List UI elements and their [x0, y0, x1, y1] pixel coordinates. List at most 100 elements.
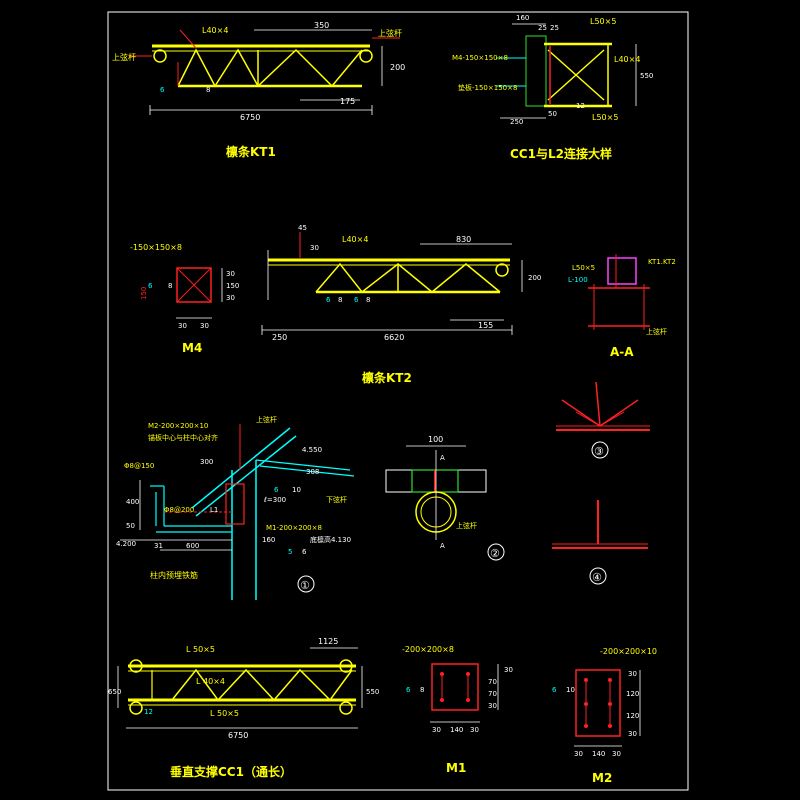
m2-dim-120b: 120: [626, 712, 639, 720]
kt1-dim-350: 350: [314, 21, 329, 30]
d1-dim-308: 308: [306, 468, 319, 476]
m4-dim-30b: 30: [226, 294, 235, 302]
cc1v-dim-6750: 6750: [228, 731, 248, 740]
d1-elev-4550: 4.550: [302, 446, 322, 454]
cc1v-diag-angle-label: L 40×4: [196, 677, 225, 686]
kt2-weld-6c: 6: [354, 296, 359, 304]
d2-top-chord-label: 上弦杆: [456, 521, 477, 530]
m4-dim-30d: 30: [200, 322, 209, 330]
d1-weld-5: 5: [288, 548, 292, 556]
m1-dim-70a: 70: [488, 678, 497, 686]
cc1v-dim-right: 550: [366, 688, 379, 696]
m1-spec-label: -200×200×8: [402, 645, 454, 654]
kt2-dim-155: 155: [478, 321, 493, 330]
purlin-kt2-detail: [261, 232, 523, 335]
cc1v-dim-left: 650: [108, 688, 121, 696]
d1-dim-160: 160: [262, 536, 275, 544]
d3-callout-circle: [591, 441, 609, 459]
kt2-title: 檩条KT2: [362, 370, 412, 385]
kt1-weld-label-b: 8: [206, 86, 210, 94]
m1-dim-30b: 30: [488, 702, 497, 710]
m1-weld-6: 6: [406, 686, 411, 694]
cc1-title: CC1与L2连接大样: [510, 146, 612, 161]
m2-dim-30d: 30: [612, 750, 621, 758]
kt1-title: 檩条KT1: [226, 144, 276, 159]
m1-title: M1: [446, 761, 466, 775]
aa-top-chord-label: 上弦杆: [646, 327, 667, 336]
m4-spec-label: -150×150×8: [130, 243, 182, 252]
m2-dim-30c: 30: [574, 750, 583, 758]
d1-weld-6: 6: [274, 486, 279, 494]
kt2-weld-6b: 6: [326, 296, 331, 304]
m4-dim-30c: 30: [178, 322, 187, 330]
d1-rebar-label: Φ8@150: [124, 462, 154, 470]
purlin-kt1-detail: [130, 29, 400, 115]
m4-weld-8: 8: [168, 282, 172, 290]
d1-dim-400: 400: [126, 498, 139, 506]
cc1-dim-25b: 25: [550, 24, 559, 32]
d1-callout-number: ①: [300, 579, 310, 592]
cc1-dim-12: 12: [576, 102, 585, 110]
detail-3-node: [556, 381, 650, 431]
d1-l1-label: L1: [210, 506, 218, 514]
aa-title: A-A: [610, 345, 634, 359]
cc1v-dim-1125: 1125: [318, 637, 338, 646]
drawing-frame: [107, 11, 689, 791]
m4-dim-30a: 30: [226, 270, 235, 278]
m1-dim-140: 140: [450, 726, 463, 734]
cc1v-bottom-angle-label: L 50×5: [210, 709, 239, 718]
kt1-top-chord-label: 上弦杆: [378, 28, 402, 38]
m1-dim-30d: 30: [470, 726, 479, 734]
d1-callout-circle: [297, 575, 315, 593]
m1-dim-30c: 30: [432, 726, 441, 734]
aa-plate-label: L-100: [568, 276, 588, 284]
detail-2-chord-section: [385, 445, 487, 540]
m2-dim-120a: 120: [626, 690, 639, 698]
aa-angle-label: L50×5: [572, 264, 595, 272]
kt1-dim-175: 175: [340, 97, 355, 106]
d4-callout-number: ④: [592, 571, 602, 584]
d1-dim-300: 300: [200, 458, 213, 466]
d1-bottom-chord-label: 下弦杆: [326, 495, 347, 504]
d1-dim-31: 31: [154, 542, 163, 550]
m2-dim-140: 140: [592, 750, 605, 758]
m2-dim-30b: 30: [628, 730, 637, 738]
d2-callout-number: ②: [490, 547, 500, 560]
m4-title: M4: [182, 341, 202, 355]
cc1v-title: 垂直支撑CC1（通长）: [170, 764, 292, 779]
section-a-a-detail: [588, 254, 650, 330]
m2-weld-10: 10: [566, 686, 575, 694]
m2-title: M2: [592, 771, 612, 785]
cc1-plate-label: 垫板-150×150×8: [458, 83, 517, 92]
m1-weld-8: 8: [420, 686, 424, 694]
cc1-dim-550: 550: [640, 72, 653, 80]
m1-dim-70b: 70: [488, 690, 497, 698]
m2-weld-6: 6: [552, 686, 557, 694]
cc1-dim-50: 50: [548, 110, 557, 118]
kt1-dim-6750: 6750: [240, 113, 260, 122]
d4-callout-circle: [589, 567, 607, 585]
d1-weld-6b: 6: [302, 548, 307, 556]
kt2-angle-label: L40×4: [342, 235, 368, 244]
d1-rebar2-label: Φ8@200: [164, 506, 194, 514]
d1-weld-10: 10: [292, 486, 301, 494]
cc1-dim-25a: 25: [538, 24, 547, 32]
m1-dim-30a: 30: [504, 666, 513, 674]
cc1-angle-l50-label: L50×5: [590, 17, 616, 26]
vertical-bracing-cc1: [117, 647, 363, 729]
cc1-dim-250: 250: [510, 118, 523, 126]
d1-top-chord-label: 上弦杆: [256, 415, 277, 424]
kt2-dim-45: 45: [298, 224, 307, 232]
plate-m1-detail: [430, 663, 499, 723]
kt2-dim-250: 250: [272, 333, 287, 342]
d2-section-a-top: A: [440, 454, 445, 462]
m4-weld-6: 6: [148, 282, 153, 290]
plate-m4-detail: [176, 267, 223, 319]
kt2-dim-30: 30: [310, 244, 319, 252]
d1-len-300: ℓ=300: [263, 496, 286, 504]
d1-align-label: 锚板中心与柱中心对齐: [148, 433, 218, 442]
kt1-dim-200: 200: [390, 63, 405, 72]
kt1-top-chord-left-label: 上弦杆: [112, 52, 136, 62]
cc1-angle-l40-label: L40×4: [614, 55, 640, 64]
